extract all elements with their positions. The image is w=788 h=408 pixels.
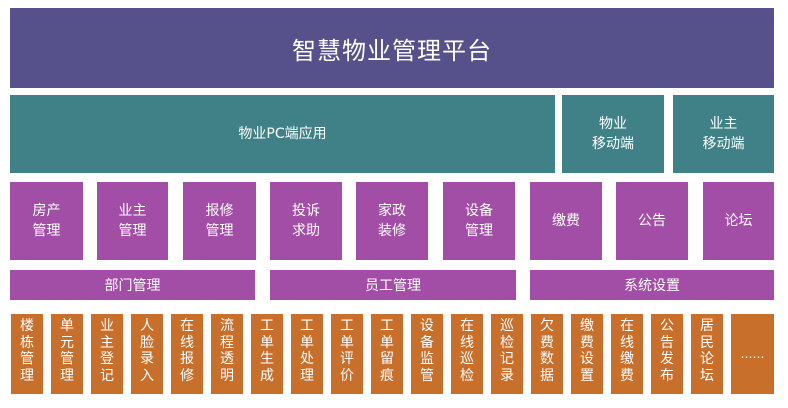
function-block: 工 单 留 痕 bbox=[371, 314, 403, 394]
function-block: 人 脸 录 入 bbox=[131, 314, 163, 394]
module-block-notice: 公告 bbox=[616, 182, 688, 260]
function-block: 流 程 透 明 bbox=[211, 314, 243, 394]
platform-title: 智慧物业管理平台 bbox=[10, 8, 774, 88]
department-management-bar: 部门管理 bbox=[10, 270, 255, 300]
module-block-complaint: 投诉 求助 bbox=[270, 182, 342, 260]
staff-management-bar: 员工管理 bbox=[270, 270, 516, 300]
owner-mobile-block: 业主 移动端 bbox=[673, 95, 774, 173]
function-block: 业 主 登 记 bbox=[91, 314, 123, 394]
module-block-forum: 论坛 bbox=[703, 182, 774, 260]
function-block: 工 单 评 价 bbox=[331, 314, 363, 394]
module-block-payment: 缴费 bbox=[530, 182, 602, 260]
pc-app-block: 物业PC端应用 bbox=[10, 95, 555, 173]
function-block: 公 告 发 布 bbox=[651, 314, 683, 394]
function-block: 单 元 管 理 bbox=[51, 314, 83, 394]
function-block: 缴 费 设 置 bbox=[571, 314, 603, 394]
function-block: 在 线 巡 检 bbox=[451, 314, 483, 394]
module-block-equipment: 设备 管理 bbox=[443, 182, 515, 260]
function-block: 工 单 生 成 bbox=[251, 314, 283, 394]
module-block-repair: 报修 管理 bbox=[183, 182, 256, 260]
module-block-property: 房产 管理 bbox=[10, 182, 83, 260]
function-block: 欠 费 数 据 bbox=[531, 314, 563, 394]
function-block: 设 备 监 管 bbox=[411, 314, 443, 394]
function-block: 在 线 缴 费 bbox=[611, 314, 643, 394]
system-settings-bar: 系统设置 bbox=[530, 270, 774, 300]
module-block-housekeeping: 家政 装修 bbox=[356, 182, 428, 260]
function-block: 在 线 报 修 bbox=[171, 314, 203, 394]
property-mobile-block: 物业 移动端 bbox=[562, 95, 664, 173]
function-block: 工 单 处 理 bbox=[291, 314, 323, 394]
function-block: 楼 栋 管 理 bbox=[11, 314, 43, 394]
function-block: 巡 检 记 录 bbox=[491, 314, 523, 394]
function-block: 居 民 论 坛 bbox=[691, 314, 723, 394]
module-block-owner: 业主 管理 bbox=[97, 182, 168, 260]
more-functions-block: …… bbox=[731, 314, 774, 394]
